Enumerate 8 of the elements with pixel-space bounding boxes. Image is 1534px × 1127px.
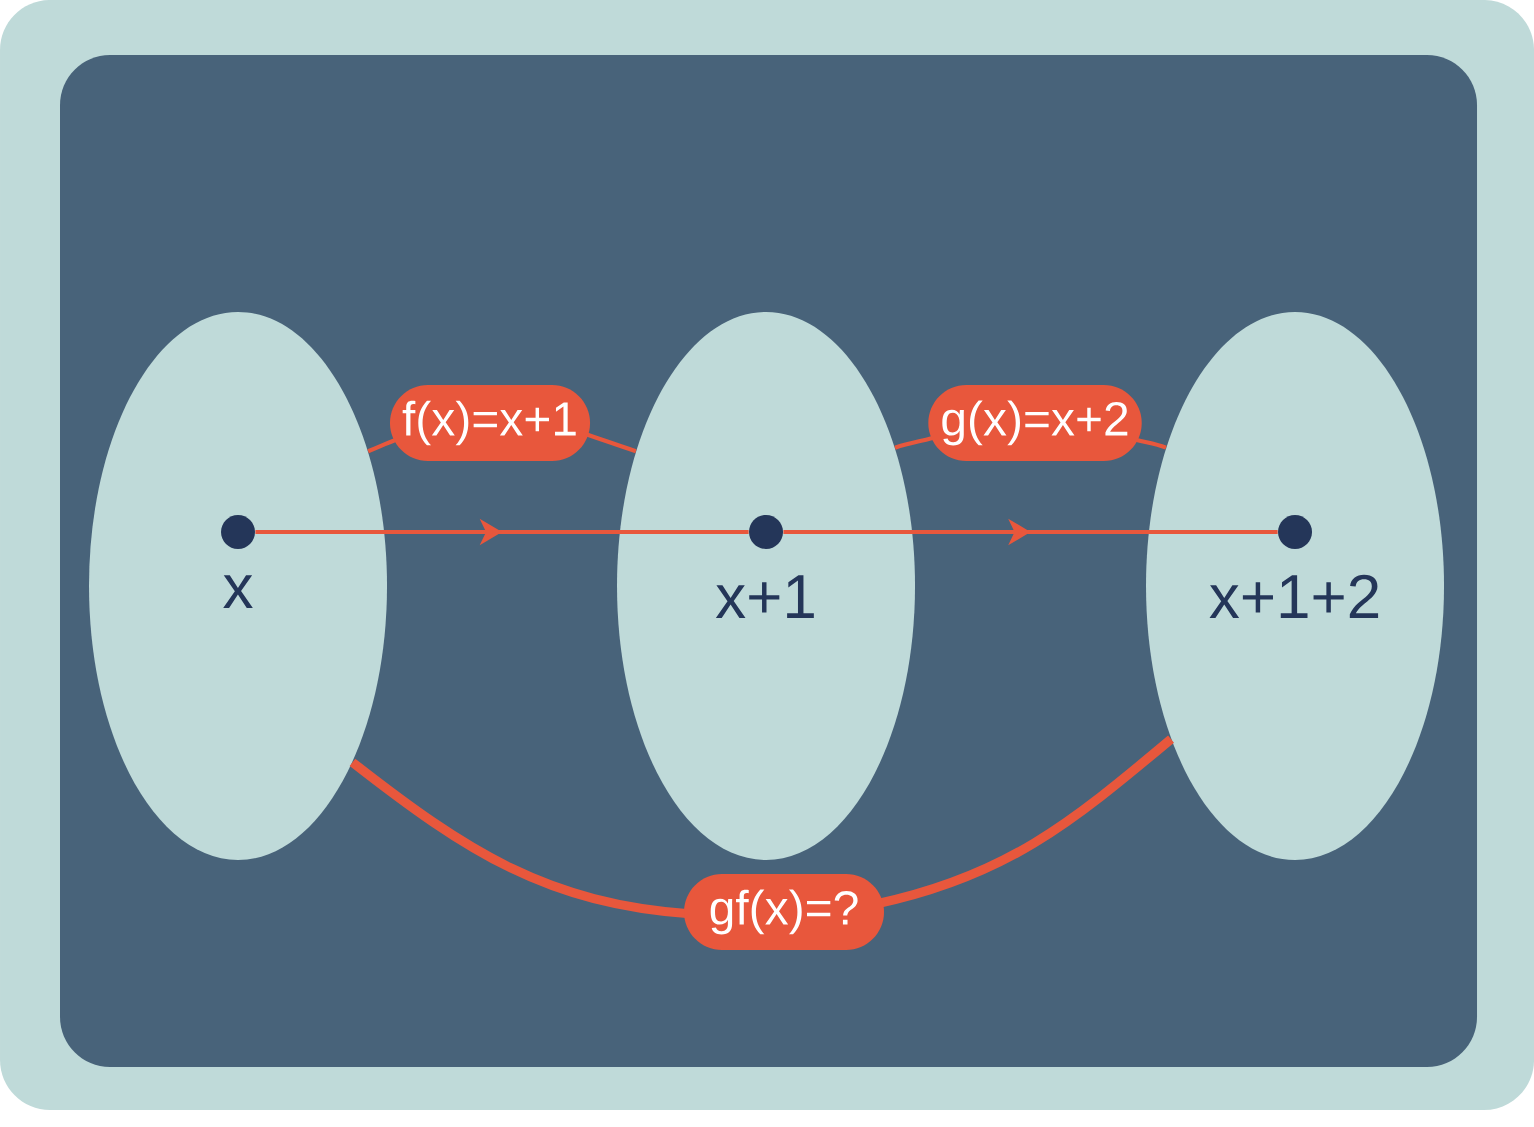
set-ellipse [617,312,915,860]
curved-connector [347,734,1176,919]
set-ellipse [1146,312,1444,860]
point-label: x+1 [715,575,814,618]
point-label: x+1+2 [1209,574,1379,618]
curved-connector [366,430,638,454]
set-ellipse [89,312,387,860]
point-label: x [223,575,253,608]
